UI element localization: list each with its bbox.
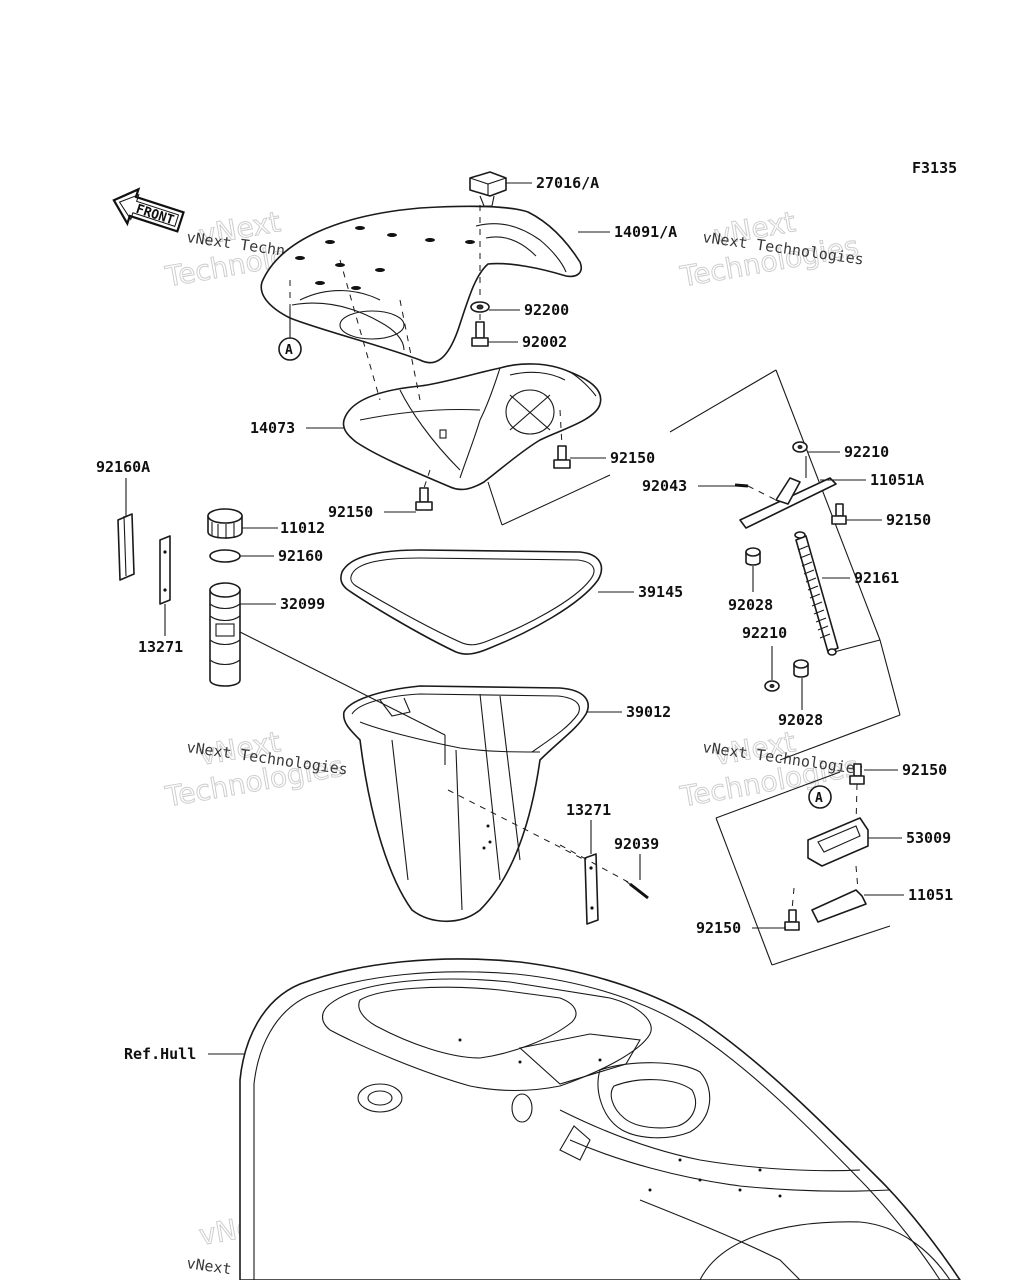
svg-text:A: A <box>815 791 823 806</box>
part-92150-bolt-b <box>415 487 433 511</box>
label-92150-e: 92150 <box>696 919 741 937</box>
label-39012: 39012 <box>626 703 671 721</box>
assembly-lines-middle <box>239 631 629 883</box>
latch-group-frame <box>669 369 901 761</box>
label-14073: 14073 <box>250 419 295 437</box>
part-11051A-bracket <box>739 456 837 529</box>
part-13271-plate-a <box>159 535 171 605</box>
part-92150-bolt-c <box>831 503 847 525</box>
part-32099-filler <box>209 582 241 687</box>
label-92150-c: 92150 <box>886 511 931 529</box>
ref-marker-a-top: A <box>278 337 302 361</box>
label-92210-a: 92210 <box>844 443 889 461</box>
part-11051-plate <box>811 865 867 923</box>
label-13271-a: 13271 <box>138 638 183 656</box>
label-11012: 11012 <box>280 519 325 537</box>
part-14073-hood <box>342 363 602 491</box>
part-92150-bolt-a <box>553 445 571 469</box>
label-92043: 92043 <box>642 477 687 495</box>
part-14091A-seat-cover <box>260 205 582 364</box>
label-ref-hull: Ref.Hull <box>124 1045 196 1063</box>
part-27016A-handle <box>469 171 507 207</box>
part-92039-pin <box>625 880 649 900</box>
label-27016A: 27016/A <box>536 174 599 192</box>
part-53009-catch <box>807 817 869 867</box>
part-92160-oring <box>209 549 241 563</box>
label-11051A: 11051A <box>870 471 924 489</box>
part-13271-plate-b <box>584 853 599 925</box>
label-92200: 92200 <box>524 301 569 319</box>
figure-code: F3135 <box>912 159 957 177</box>
part-92028-bushing-b <box>793 659 809 678</box>
part-labels: 27016/A 14091/A 92200 92002 14073 92150 … <box>96 174 953 1063</box>
label-92150-a: 92150 <box>610 449 655 467</box>
label-13271-b: 13271 <box>566 801 611 819</box>
label-92028-a: 92028 <box>728 596 773 614</box>
leader-lines <box>125 182 904 1055</box>
part-92210-washer-b <box>764 680 780 692</box>
part-92150-bolt-e <box>784 887 800 931</box>
label-11051: 11051 <box>908 886 953 904</box>
label-92150-b: 92150 <box>328 503 373 521</box>
part-11012-cap <box>207 508 243 539</box>
label-92039: 92039 <box>614 835 659 853</box>
part-92161-spring <box>794 531 839 656</box>
assembly-lines-top <box>289 205 611 526</box>
part-39145-gasket <box>340 549 603 655</box>
ref-marker-a-right: A <box>808 785 832 809</box>
part-92028-bushing-a <box>745 547 761 566</box>
label-92002: 92002 <box>522 333 567 351</box>
label-92150-d: 92150 <box>902 761 947 779</box>
part-92200-washer <box>470 301 490 313</box>
label-32099: 32099 <box>280 595 325 613</box>
part-92160A-strip <box>117 513 135 581</box>
label-39145: 39145 <box>638 583 683 601</box>
label-92160A: 92160A <box>96 458 150 476</box>
label-92028-b: 92028 <box>778 711 823 729</box>
catch-group-frame <box>715 771 891 966</box>
hull-reference <box>239 958 961 1280</box>
part-92150-bolt-d <box>849 763 865 827</box>
label-53009: 53009 <box>906 829 951 847</box>
label-14091A: 14091/A <box>614 223 677 241</box>
label-92160: 92160 <box>278 547 323 565</box>
front-arrow-icon: FRONT <box>112 187 185 233</box>
part-92043-pin <box>734 483 777 501</box>
label-92161: 92161 <box>854 569 899 587</box>
svg-text:A: A <box>285 343 293 358</box>
part-92002-bolt <box>471 321 489 347</box>
part-92210-washer-a <box>792 441 808 453</box>
label-92210-b: 92210 <box>742 624 787 642</box>
part-39012-bin <box>342 685 589 922</box>
